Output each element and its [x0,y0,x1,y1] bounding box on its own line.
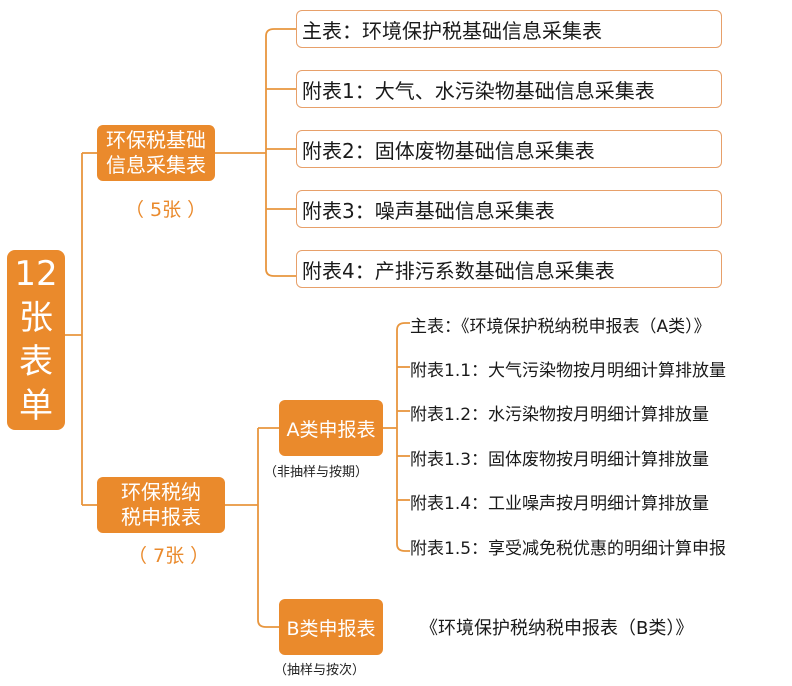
info-table-box: 附表3：噪声基础信息采集表 [296,190,722,228]
root-char: 张 [19,298,53,338]
type-a-table-item: 附表1.3：固体废物按月明细计算排放量 [410,450,710,470]
info-table-box: 附表4：产排污系数基础信息采集表 [296,250,722,288]
info-category-count: （ 5张 ） [125,199,207,221]
info-table-box: 附表1：大气、水污染物基础信息采集表 [296,70,722,108]
root-char: 单 [19,386,53,426]
root-char: 表 [19,342,53,382]
type-b-note: （抽样与按次） [274,663,366,678]
info-table-box: 主表：环境保护税基础信息采集表 [296,10,722,48]
type-a-table-item: 附表1.4：工业噪声按月明细计算排放量 [410,494,710,514]
type-a-note: （非抽样与按期） [264,465,369,480]
type-b-node: B类申报表 [279,599,383,655]
filing-category-line: 环保税纳 [121,480,201,504]
type-a-node: A类申报表 [279,400,383,456]
info-table-box: 附表2：固体废物基础信息采集表 [296,130,722,168]
filing-category-count: （ 7张 ） [128,545,210,567]
type-a-table-item: 附表1.1：大气污染物按月明细计算排放量 [410,361,727,381]
info-category-node: 环保税基础 信息采集表 [97,125,215,181]
type-b-table-item: 《环境保护税纳税申报表（B类）》 [420,618,694,639]
type-a-table-item: 附表1.2：水污染物按月明细计算排放量 [410,405,710,425]
info-category-line: 环保税基础 [106,128,206,152]
filing-category-line: 税申报表 [121,505,201,529]
info-category-line: 信息采集表 [106,153,206,177]
root-node: 12 张 表 单 [7,250,65,430]
root-char: 12 [14,254,58,294]
filing-category-node: 环保税纳 税申报表 [97,477,225,533]
type-a-table-item: 主表：《环境保护税纳税申报表（A类）》 [410,317,711,337]
type-a-table-item: 附表1.5：享受减免税优惠的明细计算申报 [410,539,727,559]
